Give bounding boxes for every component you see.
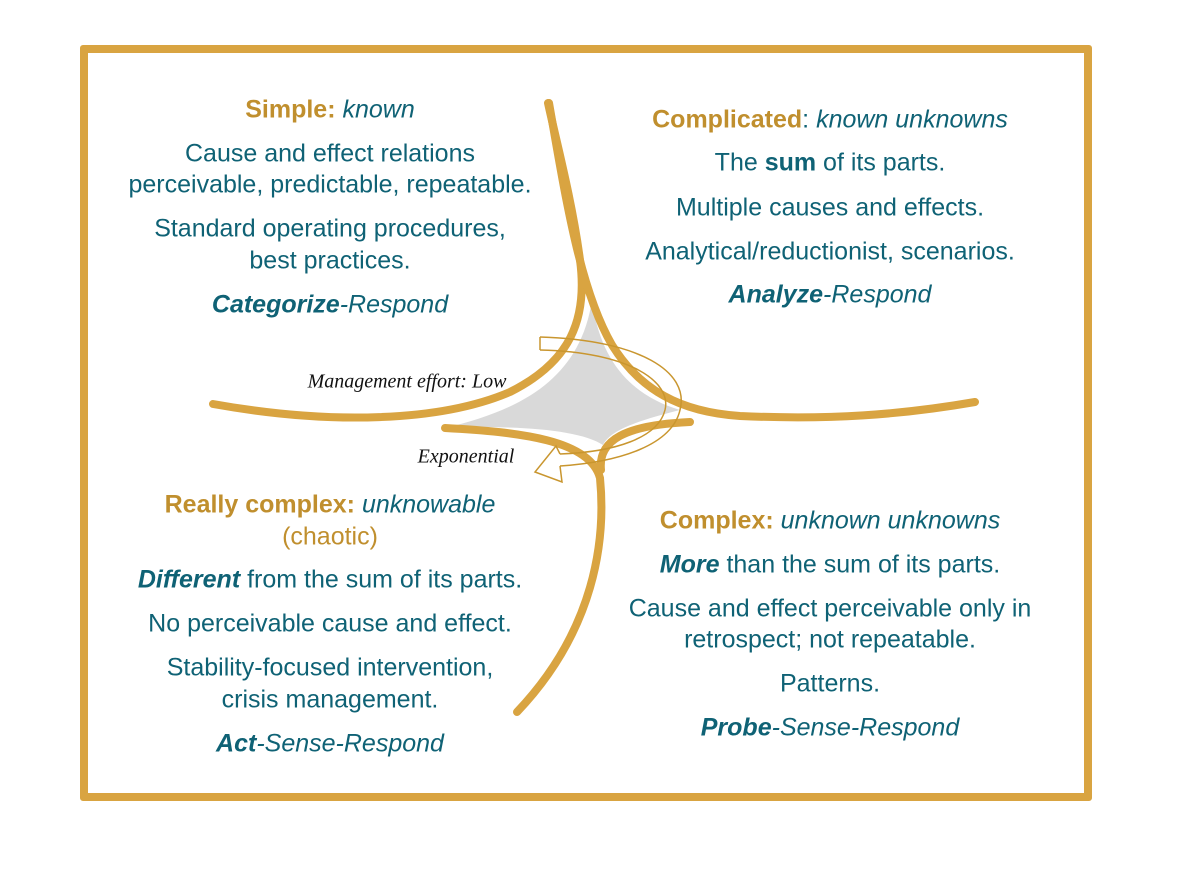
simple-title: Simple: <box>245 95 336 124</box>
simple-line: Cause and effect relations <box>184 139 476 168</box>
simple-subtitle: known <box>342 95 415 124</box>
chaotic-line: Different from the sum of its parts. <box>138 566 522 595</box>
complex-subtitle: unknown unknowns <box>780 506 1001 535</box>
method-bold: Analyze <box>728 280 824 309</box>
simple-line: best practices. <box>249 246 411 275</box>
complicated-line: Analytical/reductionist, scenarios. <box>645 237 1015 266</box>
complex-title: Complex: <box>659 506 774 535</box>
method-rest: -Respond <box>339 290 449 319</box>
complex-line: Patterns. <box>779 669 881 698</box>
method-bold: Act <box>216 729 257 758</box>
text-bold: sum <box>764 148 817 177</box>
complex-line: More than the sum of its parts. <box>660 551 1000 580</box>
chaotic-paren: (chaotic) <box>282 522 378 551</box>
curve-bottom-left <box>441 424 606 716</box>
chaotic-method: Act-Sense-Respond <box>216 730 444 759</box>
chaotic-line: crisis management. <box>221 685 439 714</box>
complicated-line: Multiple causes and effects. <box>675 193 985 222</box>
simple-method: Categorize-Respond <box>212 291 448 320</box>
complicated-line: The sum of its parts. <box>715 149 946 178</box>
chaotic-subtitle: unknowable <box>361 490 496 519</box>
complex-method: Probe-Sense-Respond <box>701 714 959 743</box>
text-bold: Different <box>137 565 241 594</box>
complex-line: retrospect; not repeatable. <box>684 625 976 654</box>
simple-line: Standard operating procedures, <box>154 214 506 243</box>
method-rest: -Sense-Respond <box>256 729 444 758</box>
text: of its parts. <box>816 148 946 177</box>
exponential-label: Exponential <box>417 445 515 468</box>
text-bold: More <box>659 550 720 579</box>
simple-line: perceivable, predictable, repeatable. <box>128 170 532 199</box>
complicated-method: Analyze-Respond <box>729 281 932 310</box>
diagram-frame <box>80 45 1092 801</box>
chaotic-heading: Really complex: unknowable <box>165 491 496 520</box>
complicated-subtitle: known unknowns <box>816 105 1008 134</box>
method-bold: Probe <box>700 713 772 742</box>
cycle-arrow-icon <box>533 336 682 484</box>
text: The <box>714 148 765 177</box>
text: than the sum of its parts. <box>719 550 1001 579</box>
method-rest: -Sense-Respond <box>771 713 960 742</box>
management-effort-label: Management effort: Low <box>307 370 507 393</box>
method-rest: -Respond <box>823 280 932 309</box>
complicated-heading: Complicated: known unknowns <box>652 106 1008 135</box>
method-bold: Categorize <box>211 290 340 319</box>
colon: : <box>802 105 810 134</box>
chaotic-title: Really complex: <box>164 490 355 519</box>
complex-heading: Complex: unknown unknowns <box>660 507 1000 536</box>
center-disorder-area <box>445 300 680 445</box>
simple-heading: Simple: known <box>245 96 415 125</box>
chaotic-line: No perceivable cause and effect. <box>148 609 512 638</box>
complicated-title: Complicated <box>652 105 803 134</box>
chaotic-line: Stability-focused intervention, <box>166 653 494 682</box>
text: from the sum of its parts. <box>240 565 523 594</box>
complex-line: Cause and effect perceivable only in <box>628 594 1032 623</box>
